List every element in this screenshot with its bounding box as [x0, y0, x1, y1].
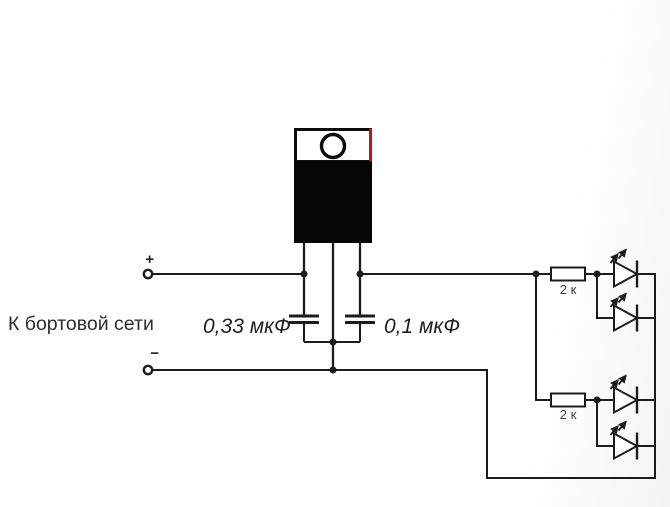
- capacitor-1: [289, 314, 319, 342]
- wire-led2-branch: [596, 274, 614, 319]
- junction-dot: [329, 338, 337, 346]
- led-1: [609, 248, 640, 289]
- resistor-1: [550, 266, 586, 282]
- source-label: К бортовой сети: [8, 313, 154, 335]
- led-3-light-arrow-icon: [609, 379, 619, 390]
- capacitor-2-label: 0,1 мкФ: [384, 315, 460, 338]
- capacitor-2: [345, 314, 375, 342]
- minus-label: −: [150, 345, 159, 362]
- led-1-light-arrow-icon: [617, 248, 627, 260]
- wire-return-minus-rail: [152, 274, 656, 479]
- led-4-diode: [613, 431, 640, 461]
- regulator-body: [294, 161, 372, 243]
- junction-dot: [300, 270, 308, 278]
- led-3-light-arrow-icon: [617, 374, 627, 386]
- led-1-diode: [613, 259, 640, 289]
- led-1-light-arrow-icon: [609, 253, 619, 264]
- led-4-light-arrow-icon: [609, 425, 619, 436]
- wire-branch2-feed: [535, 274, 551, 401]
- plus-label: +: [145, 251, 154, 268]
- plus-terminal: [142, 268, 154, 280]
- led-2-light-arrow-icon: [609, 297, 619, 308]
- voltage-regulator: [294, 128, 372, 370]
- resistor-2-label: 2 к: [560, 407, 577, 422]
- wire-led4-branch: [596, 400, 614, 447]
- junction-dot: [593, 396, 601, 404]
- junction-dot: [532, 270, 540, 278]
- regulator-mounting-hole-icon: [319, 132, 347, 160]
- capacitor-1-label: 0,33 мкФ: [203, 315, 291, 338]
- led-3-diode: [613, 385, 640, 415]
- minus-terminal: [142, 364, 154, 376]
- led-2-light-arrow-icon: [617, 292, 627, 304]
- led-4-light-arrow-icon: [617, 420, 627, 432]
- resistor-2: [550, 392, 586, 408]
- resistor-1-label: 2 к: [560, 282, 577, 297]
- junction-dot: [329, 366, 337, 374]
- led-2-diode: [613, 303, 640, 333]
- led-3: [609, 374, 640, 415]
- junction-dot: [593, 270, 601, 278]
- junction-dot: [356, 270, 364, 278]
- led-4: [609, 420, 640, 461]
- led-2: [609, 292, 640, 333]
